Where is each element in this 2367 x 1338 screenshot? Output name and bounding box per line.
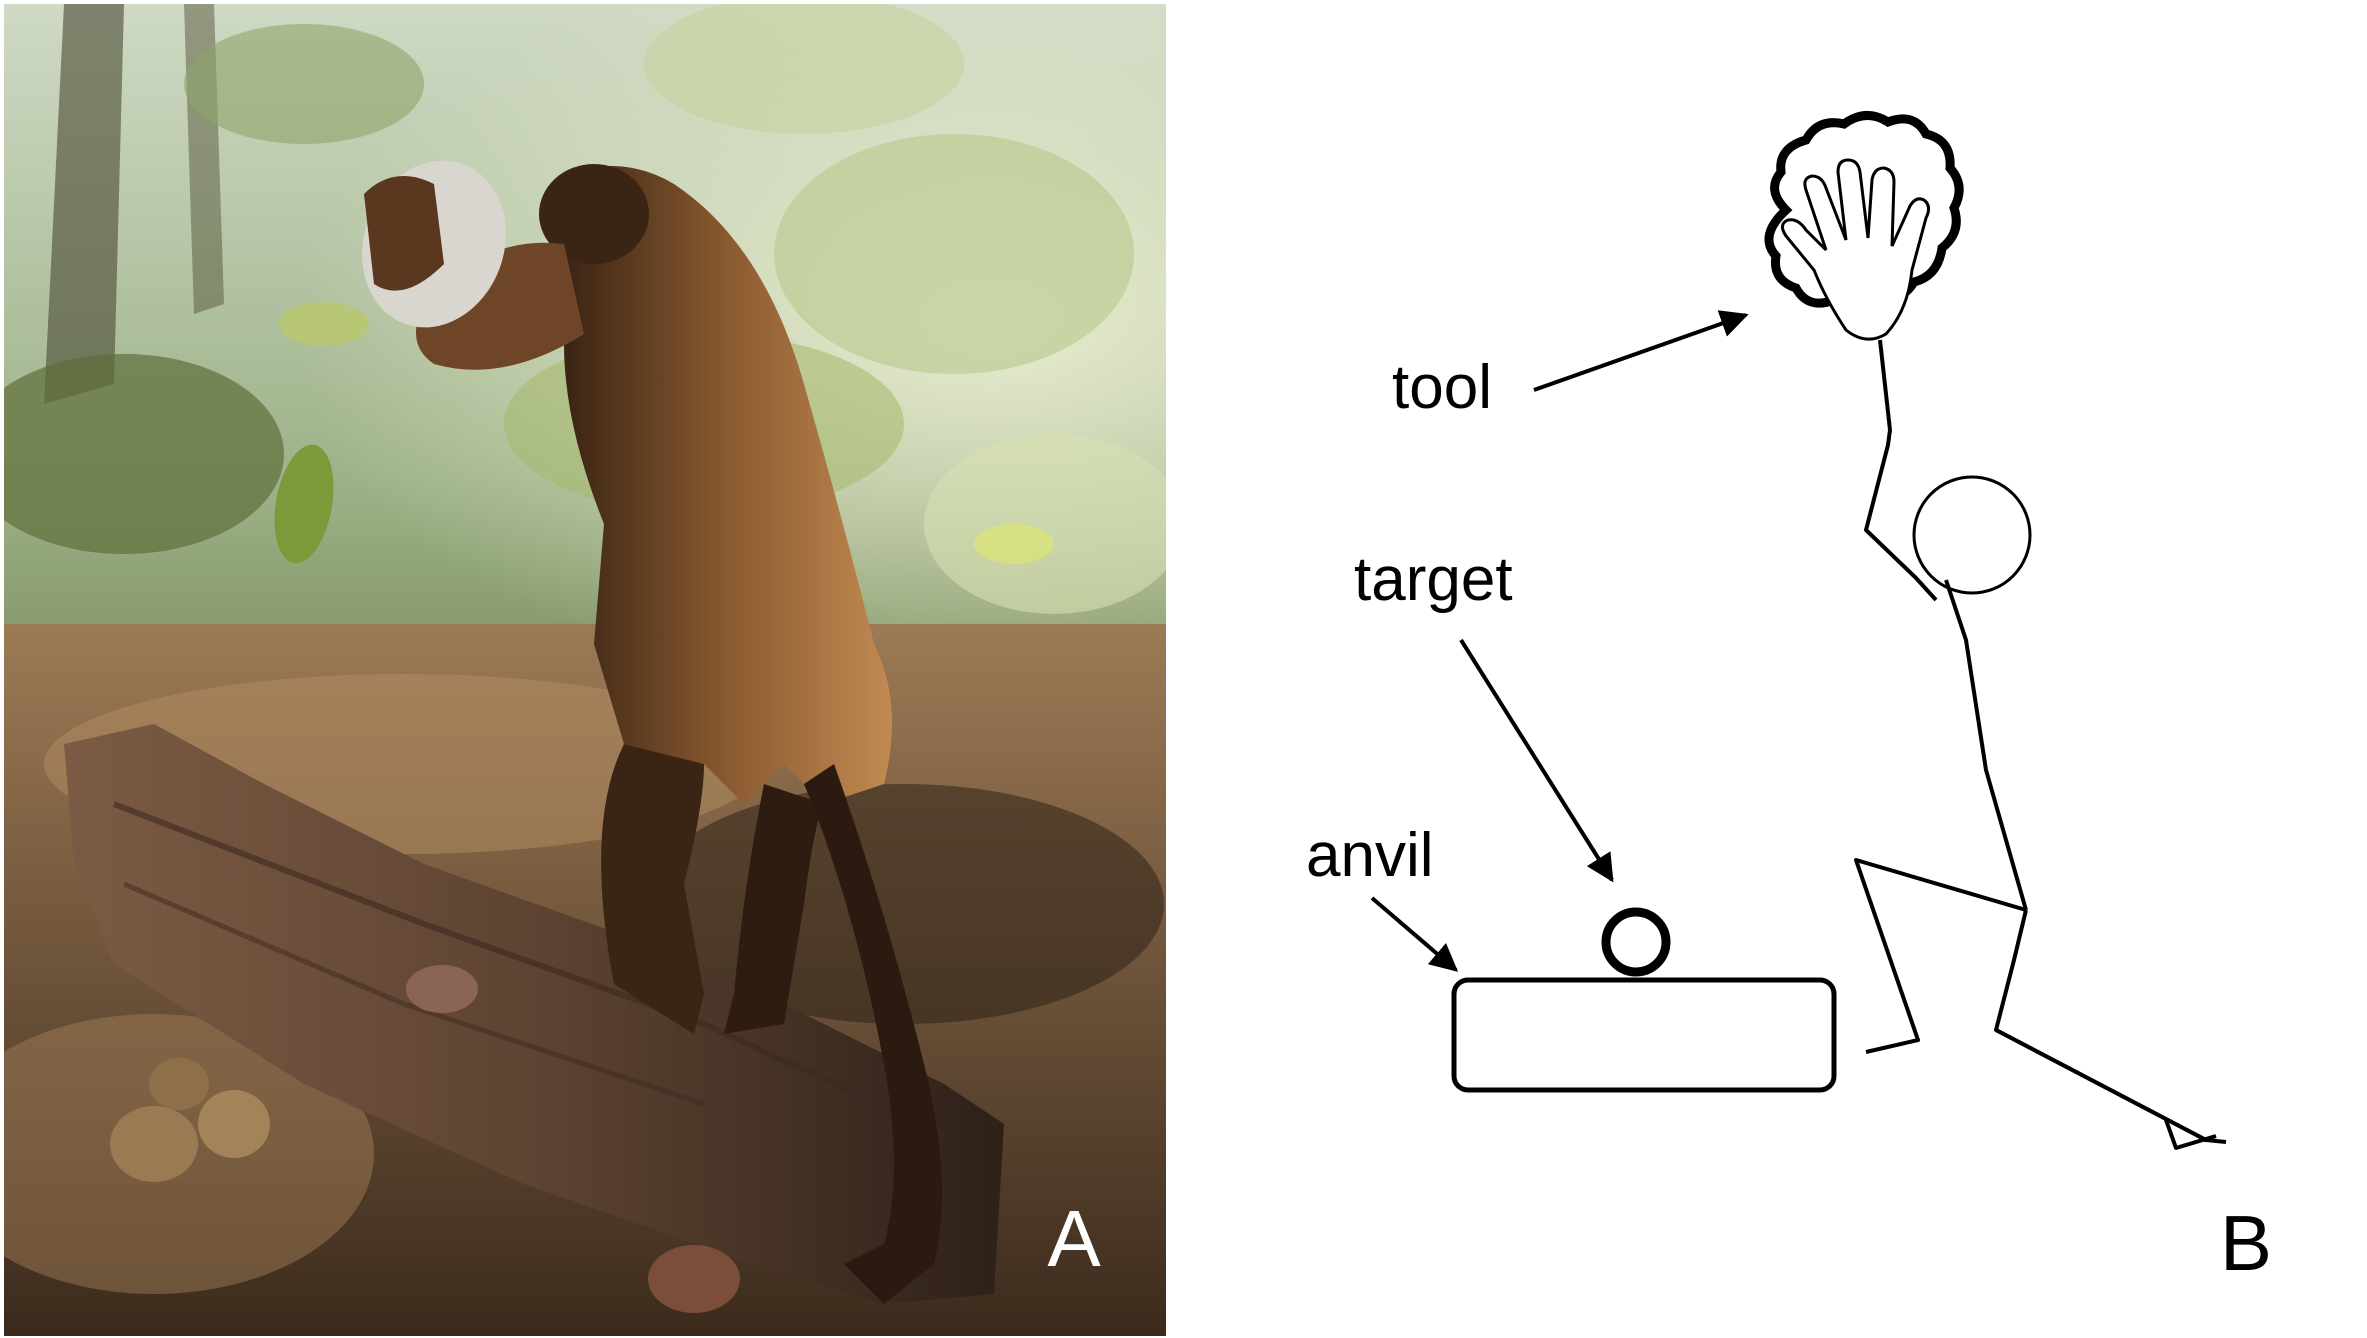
target-nut	[1601, 907, 1671, 977]
anvil-label: anvil	[1306, 821, 1434, 890]
tool-arrow	[1533, 310, 1749, 392]
photo-panel: A	[4, 4, 1166, 1336]
anvil-shape	[1451, 977, 1837, 1093]
capuchin-photo: A	[4, 4, 1166, 1336]
stick-figure-leg-front	[1994, 909, 2207, 1142]
stick-figure-leg-back	[1854, 858, 2027, 1054]
target-label: target	[1354, 545, 1513, 614]
tool-label: tool	[1392, 353, 1492, 422]
stick-figure-foot-heel	[2164, 1119, 2217, 1150]
stick-figure-foot-front	[1995, 1028, 2227, 1144]
anvil-arrow	[1370, 896, 1459, 972]
panel-label-a: A	[1047, 1194, 1101, 1283]
diagram-panel: tool target anvil B	[1166, 0, 2367, 1338]
hand	[1781, 158, 1931, 341]
tool-use-diagram: tool target anvil B	[1306, 111, 2272, 1287]
target-arrow	[1459, 638, 1614, 883]
panel-label-b: B	[2220, 1199, 2272, 1287]
stick-figure-head	[1912, 475, 2032, 595]
stick-figure-body	[1944, 579, 2028, 911]
stick-figure-arm	[1864, 339, 1938, 602]
